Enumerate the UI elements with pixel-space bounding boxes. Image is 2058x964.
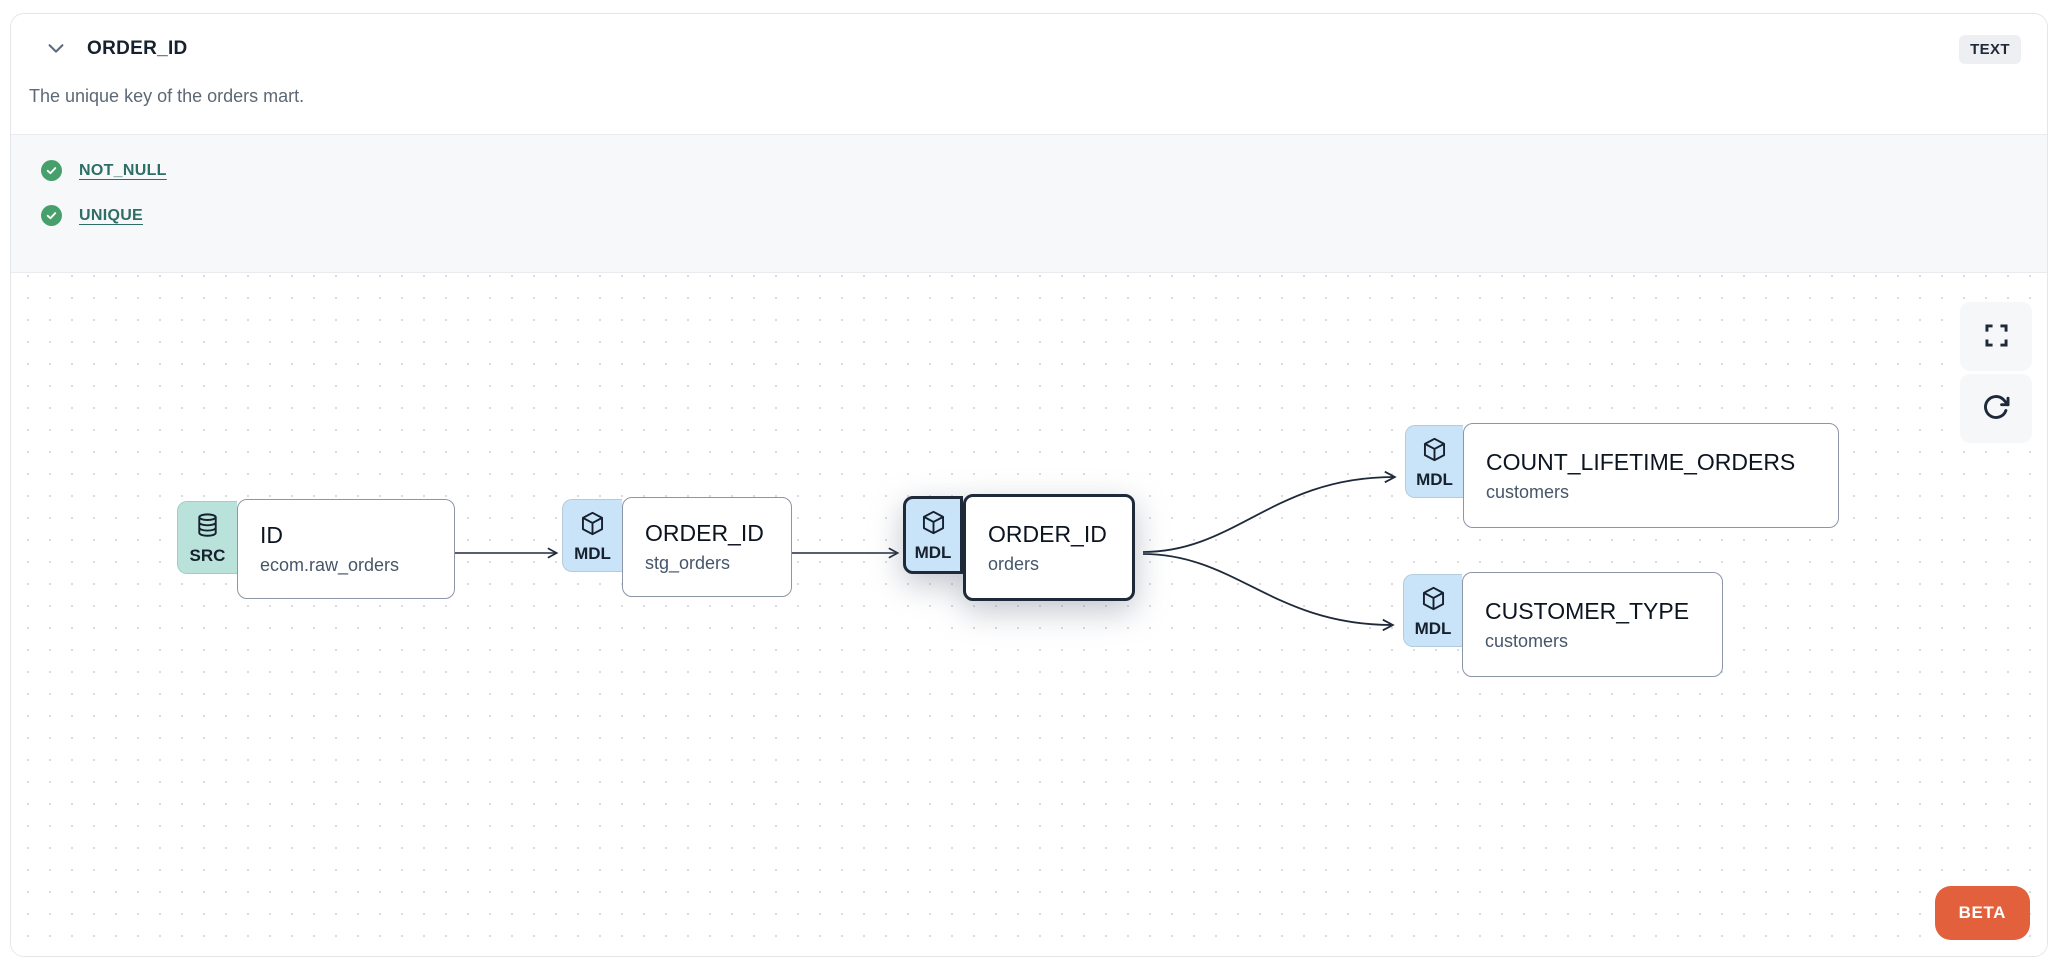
node-box: ID ecom.raw_orders bbox=[237, 499, 455, 599]
test-link-not-null[interactable]: NOT_NULL bbox=[79, 161, 167, 179]
node-subtitle: customers bbox=[1485, 630, 1569, 651]
test-pass-icon bbox=[41, 160, 62, 181]
node-badge: MDL bbox=[903, 496, 963, 574]
cube-icon bbox=[579, 510, 606, 542]
column-details-card: ORDER_ID TEXT The unique key of the orde… bbox=[10, 13, 2048, 957]
node-badge: MDL bbox=[1403, 574, 1462, 647]
node-badge-label: MDL bbox=[1416, 469, 1453, 489]
test-pass-icon bbox=[41, 205, 62, 226]
lineage-canvas[interactable]: SRC ID ecom.raw_orders MDL ORDER_ID stg_… bbox=[11, 273, 2047, 956]
node-title: ORDER_ID bbox=[988, 520, 1107, 547]
node-title: COUNT_LIFETIME_ORDERS bbox=[1486, 448, 1796, 475]
column-header: ORDER_ID TEXT The unique key of the orde… bbox=[11, 14, 2047, 134]
refresh-button[interactable] bbox=[1960, 374, 2032, 443]
lineage-node-count-lifetime-orders[interactable]: MDL COUNT_LIFETIME_ORDERS customers bbox=[1405, 423, 1839, 528]
node-title: ID bbox=[260, 522, 283, 548]
column-title: ORDER_ID bbox=[87, 38, 188, 59]
node-subtitle: stg_orders bbox=[645, 553, 731, 573]
node-title: CUSTOMER_TYPE bbox=[1485, 597, 1690, 624]
lineage-node-source[interactable]: SRC ID ecom.raw_orders bbox=[177, 499, 455, 599]
node-badge: MDL bbox=[1405, 425, 1463, 498]
fullscreen-icon bbox=[1983, 322, 2010, 352]
beta-badge: BETA bbox=[1934, 886, 2030, 940]
cube-icon bbox=[1420, 585, 1447, 617]
node-badge-label: MDL bbox=[574, 543, 611, 563]
test-link-unique[interactable]: UNIQUE bbox=[79, 206, 144, 224]
lineage-node-orders-selected[interactable]: MDL ORDER_ID orders bbox=[903, 494, 1135, 601]
fullscreen-button[interactable] bbox=[1960, 302, 2032, 371]
column-description: The unique key of the orders mart. bbox=[29, 86, 305, 106]
chevron-down-icon bbox=[45, 37, 67, 62]
node-title: ORDER_ID bbox=[645, 520, 764, 546]
refresh-icon bbox=[1982, 393, 2010, 424]
database-icon bbox=[194, 512, 221, 544]
tests-section: NOT_NULL UNIQUE bbox=[11, 134, 2047, 273]
node-subtitle: orders bbox=[988, 553, 1040, 574]
node-subtitle: ecom.raw_orders bbox=[260, 555, 400, 575]
node-subtitle: customers bbox=[1486, 481, 1570, 502]
test-row: NOT_NULL bbox=[41, 160, 2017, 181]
node-badge-label: MDL bbox=[914, 543, 952, 562]
lineage-node-customer-type[interactable]: MDL CUSTOMER_TYPE customers bbox=[1403, 572, 1723, 677]
collapse-button[interactable] bbox=[39, 34, 73, 64]
canvas-controls bbox=[1960, 302, 2032, 443]
test-row: UNIQUE bbox=[41, 205, 2017, 226]
lineage-node-stg-orders[interactable]: MDL ORDER_ID stg_orders bbox=[562, 497, 792, 597]
node-badge-label: MDL bbox=[1414, 618, 1452, 638]
column-type-badge: TEXT bbox=[1959, 34, 2021, 64]
node-box: CUSTOMER_TYPE customers bbox=[1462, 572, 1723, 677]
node-box: ORDER_ID orders bbox=[963, 494, 1135, 601]
cube-icon bbox=[920, 509, 947, 541]
lineage-edges bbox=[455, 470, 1397, 632]
node-badge-label: SRC bbox=[189, 545, 226, 565]
cube-icon bbox=[1421, 436, 1448, 468]
node-box: COUNT_LIFETIME_ORDERS customers bbox=[1463, 423, 1839, 528]
node-badge: SRC bbox=[177, 501, 237, 574]
node-badge: MDL bbox=[562, 499, 622, 572]
node-box: ORDER_ID stg_orders bbox=[622, 497, 792, 597]
